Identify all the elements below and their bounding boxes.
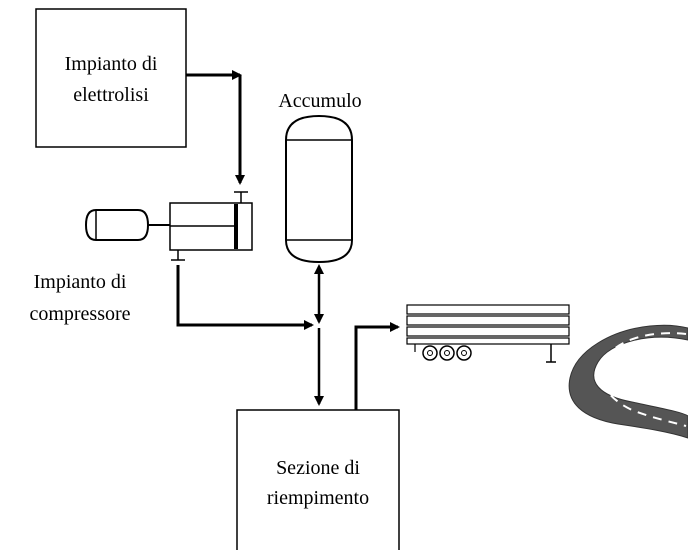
electrolysis-plant: Impianto di elettrolisi bbox=[35, 8, 187, 148]
electrolysis-label-line2: elettrolisi bbox=[73, 84, 149, 106]
filling-label-line2: riempimento bbox=[267, 487, 369, 509]
electrolysis-label-line1: Impianto di bbox=[65, 53, 158, 75]
compressor-motor-icon bbox=[84, 209, 170, 241]
road-icon bbox=[568, 324, 688, 439]
compressor-cylinder-icon bbox=[169, 202, 253, 261]
flow-compressor-to-junction bbox=[176, 265, 314, 330]
filling-label-line1: Sezione di bbox=[276, 457, 360, 479]
filling-section: Sezione di riempimento bbox=[236, 409, 400, 550]
storage-tank-icon bbox=[285, 114, 353, 264]
filling-section-box bbox=[236, 409, 400, 550]
electrolysis-plant-box bbox=[35, 8, 187, 148]
flow-filling-to-trailer bbox=[354, 322, 400, 410]
tube-trailer-icon bbox=[406, 304, 570, 363]
compressor-label-line2: compressore bbox=[29, 303, 130, 325]
storage-label: Accumulo bbox=[278, 90, 361, 112]
compressor-label-line1: Impianto di bbox=[34, 271, 127, 293]
